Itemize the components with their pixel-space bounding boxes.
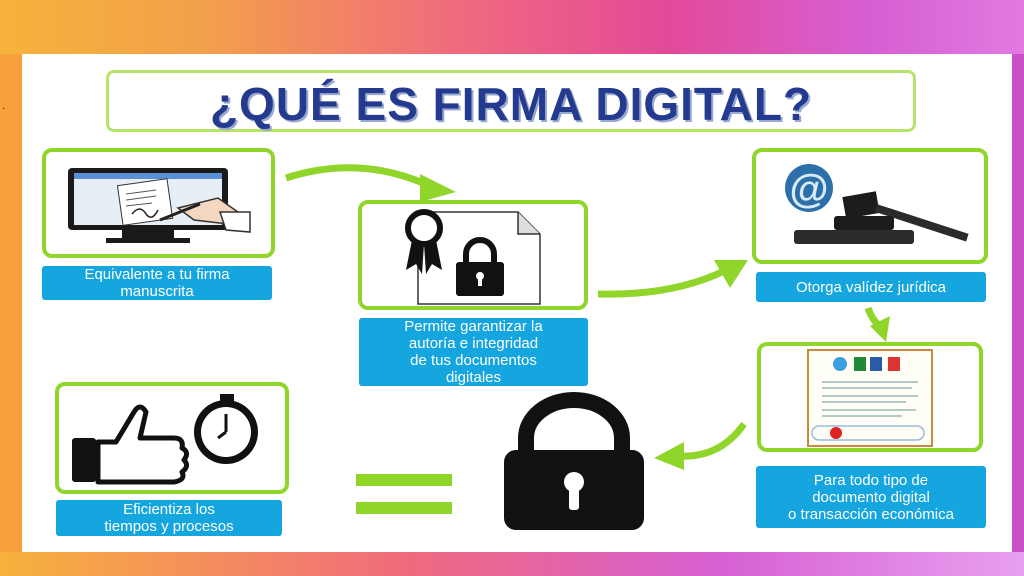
page-title: ¿QUÉ ES FIRMA DIGITAL?	[209, 78, 813, 130]
monitor-signature-icon	[68, 168, 251, 243]
arrow-3-icon	[864, 306, 890, 342]
top-gradient-strip	[0, 0, 1024, 54]
label-todo-tipo: Para todo tipo de documento digital o tr…	[756, 466, 986, 528]
stray-dot: .	[2, 98, 6, 112]
signed-document-icon	[807, 349, 933, 447]
thumbs-up-stopwatch-icon	[72, 394, 258, 485]
arrow-1-icon	[284, 164, 456, 202]
label-garantizar: Permite garantizar la autoría e integrid…	[359, 318, 588, 386]
arrow-2-icon	[597, 260, 748, 298]
label-equivalente: Equivalente a tu firma manuscrita	[42, 266, 272, 300]
label-validez: Otorga valídez jurídica	[756, 272, 986, 302]
arrow-4-icon	[654, 421, 747, 470]
svg-text:@: @	[789, 167, 828, 211]
equals-sign-icon	[356, 474, 452, 514]
big-lock-icon	[504, 392, 644, 530]
title-box: ¿QUÉ ES FIRMA DIGITAL?	[106, 70, 916, 132]
at-gavel-icon: @	[785, 164, 969, 244]
bottom-gradient-strip	[0, 552, 1024, 576]
label-eficientiza: Eficientiza los tiempos y procesos	[56, 500, 282, 536]
document-lock-icon	[405, 209, 541, 305]
